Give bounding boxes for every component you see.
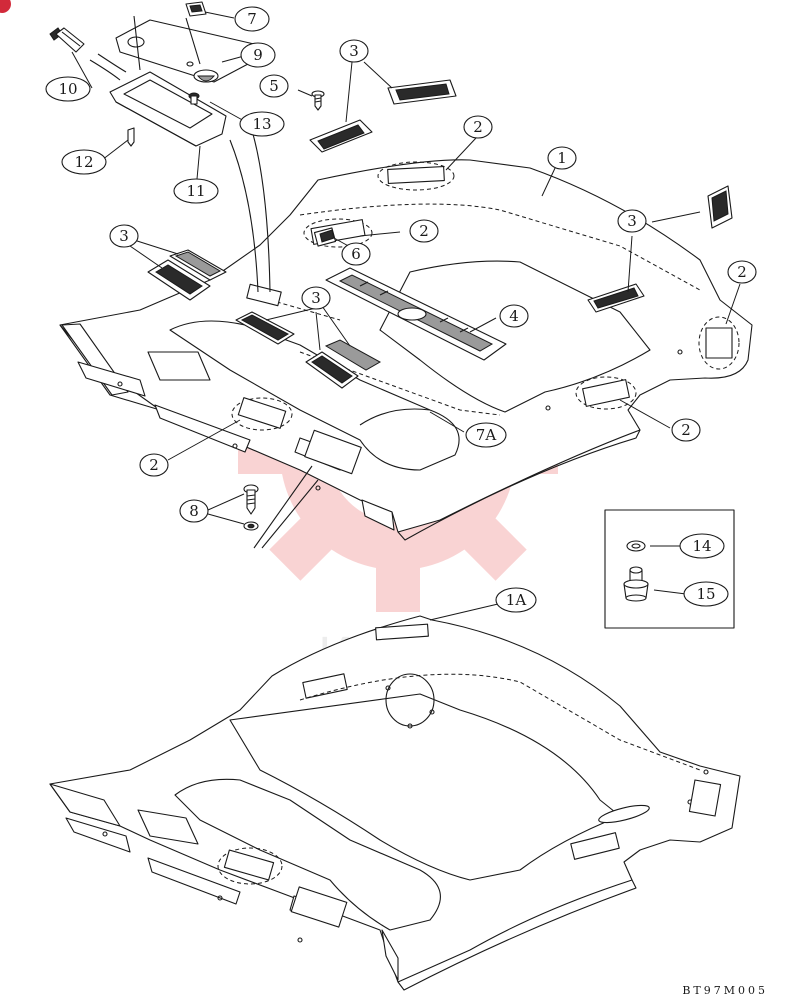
svg-text:13: 13 [252,115,271,133]
callout-3-right: 3 [617,209,647,233]
callout-1a: 1A [495,587,537,613]
opening-rear-center [377,161,455,191]
vent-part-3-right [587,283,645,313]
callout-1: 1 [547,146,577,170]
svg-text:3: 3 [119,227,129,245]
vent-part-3-left-rear [169,249,227,281]
svg-text:7A: 7A [476,426,497,444]
callout-3-middle: 3 [301,286,331,310]
svg-text:2: 2 [473,118,483,136]
svg-text:2: 2 [681,421,691,439]
callout-9: 9 [240,42,276,68]
svg-text:14: 14 [692,537,711,555]
svg-text:3: 3 [627,212,637,230]
dome-light-assembly [49,1,271,293]
opening-left-front [231,397,293,431]
figure-code: BT97M005 [682,984,768,997]
callout-2-right-front: 2 [671,418,701,442]
svg-text:11: 11 [186,182,205,200]
svg-text:1: 1 [557,149,567,167]
callout-13: 13 [239,111,285,137]
vent-part-3-lower [305,351,359,389]
callout-2-right-rear: 2 [727,260,757,284]
svg-text:2: 2 [149,456,159,474]
console-vent-part-4 [325,267,507,361]
callout-2-center: 2 [409,219,439,243]
callout-7a: 7A [465,422,507,448]
callout-3-left: 3 [109,224,139,248]
svg-text:10: 10 [58,80,77,98]
leader-lines [71,11,741,621]
corner-marker-icon [0,0,11,13]
lower-opening-left [217,847,283,885]
callout-4: 4 [499,304,529,328]
vent-part-3-left-front [147,259,211,301]
callout-5: 5 [259,74,289,98]
svg-text:1A: 1A [506,591,527,609]
callout-3-top: 3 [339,39,369,63]
vent-part-3-dome [324,339,382,371]
bolt-part-8 [243,465,319,549]
vent-part-3-right-standing [707,185,733,229]
svg-text:6: 6 [351,245,361,263]
opening-right-rear [698,316,740,370]
clip-part-6 [313,227,337,247]
detail-inset-box [604,509,735,629]
vent-part-3-top [387,79,457,105]
svg-text:7: 7 [247,10,257,28]
svg-text:5: 5 [269,77,279,95]
callout-6: 6 [341,242,371,266]
callout-15: 15 [683,581,729,607]
callout-2-rear: 2 [463,115,493,139]
svg-text:3: 3 [311,289,321,307]
callout-12: 12 [61,149,107,175]
callout-2-left: 2 [139,453,169,477]
callout-7: 7 [234,6,270,32]
headliner-lower [49,615,741,991]
svg-text:2: 2 [419,222,429,240]
callout-10: 10 [45,76,91,102]
vent-part-3-middle [235,311,295,345]
svg-text:4: 4 [509,307,519,325]
svg-text:3: 3 [349,42,359,60]
callouts: 7 9 10 13 12 11 5 3 [45,6,757,613]
screw-part-5 [311,90,325,111]
callout-14: 14 [679,533,725,559]
vent-part-3-upper [309,119,373,153]
opening-right-front [575,376,637,410]
svg-text:2: 2 [737,263,747,281]
svg-text:9: 9 [253,46,263,64]
svg-text:8: 8 [189,502,199,520]
callout-11: 11 [173,178,219,204]
svg-text:12: 12 [74,153,93,171]
headliner-upper [59,159,753,541]
callout-8: 8 [179,499,209,523]
svg-text:15: 15 [696,585,715,603]
